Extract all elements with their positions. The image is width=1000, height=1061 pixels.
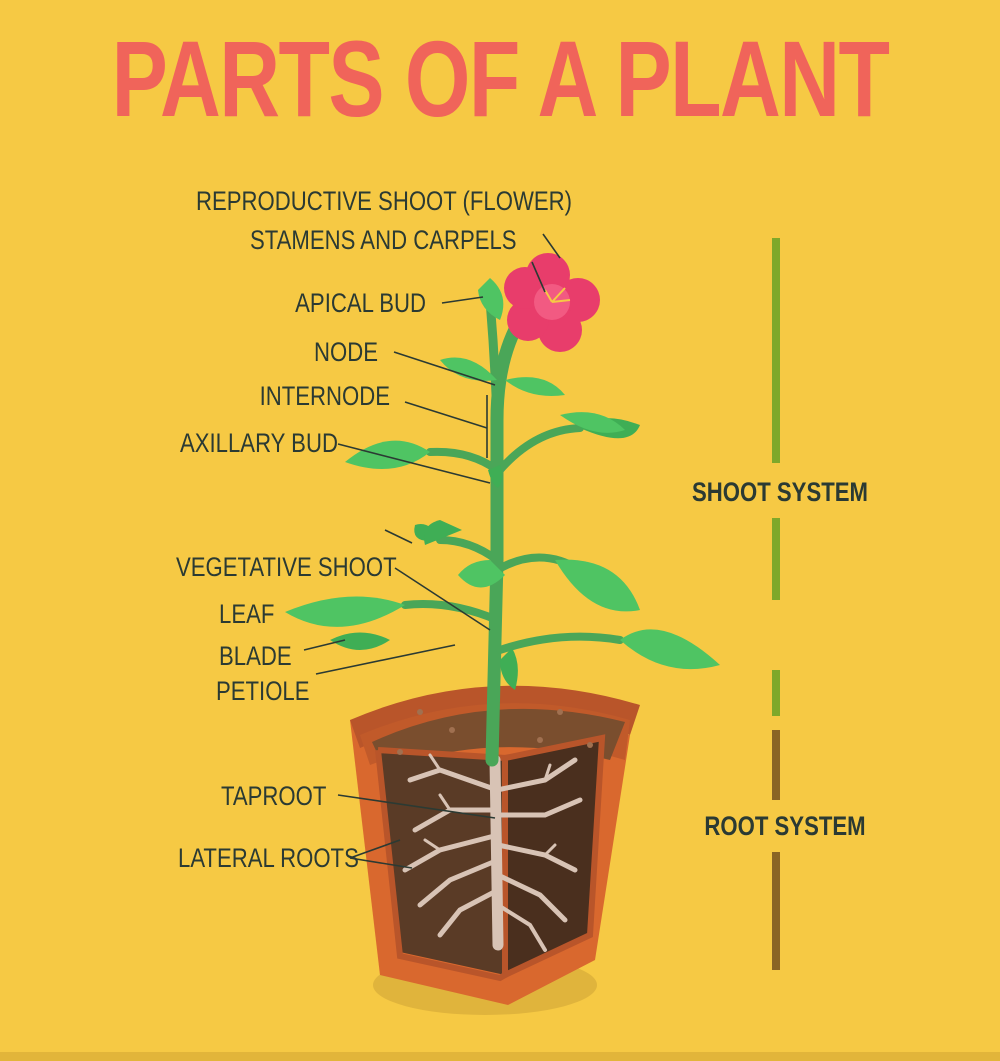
label-taproot: TAPROOT xyxy=(221,781,327,811)
label-root-system: ROOT SYSTEM xyxy=(704,811,866,841)
label-node: NODE xyxy=(314,337,378,367)
shoot-system-bar-top xyxy=(772,238,780,463)
shoot-system-bar-end xyxy=(772,670,780,716)
root-system-bar-bottom xyxy=(772,852,780,970)
label-blade: BLADE xyxy=(219,641,292,671)
label-lateral-roots: LATERAL ROOTS xyxy=(178,843,359,873)
root-system-bar-top xyxy=(772,730,780,800)
label-stamens-carpels: STAMENS AND CARPELS xyxy=(250,225,517,255)
label-internode: INTERNODE xyxy=(259,381,390,411)
page-title: PARTS OF A PLANT xyxy=(111,18,890,139)
label-apical-bud: APICAL BUD xyxy=(295,288,426,318)
bottom-strip xyxy=(0,1052,1000,1061)
label-leaf: LEAF xyxy=(219,599,275,629)
roots xyxy=(402,753,583,952)
label-axillary-bud: AXILLARY BUD xyxy=(180,428,338,458)
label-vegetative-shoot: VEGETATIVE SHOOT xyxy=(176,552,397,582)
label-shoot-system: SHOOT SYSTEM xyxy=(692,477,868,507)
leader-lines xyxy=(303,233,561,869)
label-petiole: PETIOLE xyxy=(216,676,310,706)
leaves xyxy=(285,278,720,690)
shoot-system-bar-bottom xyxy=(772,518,780,600)
flower xyxy=(504,253,600,352)
label-reproductive-shoot: REPRODUCTIVE SHOOT (FLOWER) xyxy=(196,186,572,216)
